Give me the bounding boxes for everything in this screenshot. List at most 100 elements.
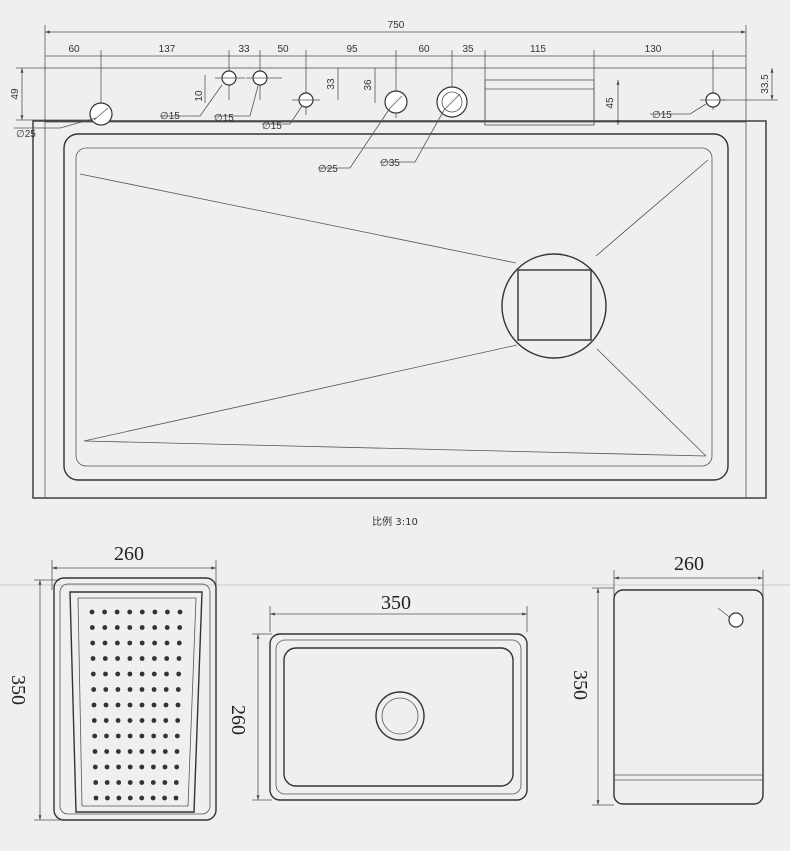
colander-hole xyxy=(115,718,121,723)
bowl-drain xyxy=(375,691,425,741)
colander-hole xyxy=(150,780,156,785)
colander-hole xyxy=(102,625,108,630)
colander-hole xyxy=(151,749,157,754)
colander-hole xyxy=(105,795,110,801)
colander-hole xyxy=(92,749,98,754)
dim-33-vertical: 33 xyxy=(326,78,337,90)
colander-width-label: 260 xyxy=(114,543,144,565)
colander-hole xyxy=(162,780,168,785)
basin-outer-rim xyxy=(63,133,729,481)
colander-hole xyxy=(177,609,183,615)
colander-hole xyxy=(91,718,97,723)
colander-hole xyxy=(91,687,97,692)
colander-hole xyxy=(127,687,133,692)
colander-hole xyxy=(177,625,183,630)
dim-60-b: 60 xyxy=(418,44,430,55)
colander-hole xyxy=(164,656,170,661)
dim-137: 137 xyxy=(159,44,176,55)
overall-width-label: 750 xyxy=(388,20,405,31)
label-hole-15-a: ∅15 xyxy=(160,111,180,122)
colander-hole xyxy=(91,702,97,708)
colander-height-label: 350 xyxy=(7,675,29,705)
colander-hole xyxy=(139,609,145,615)
colander-hole xyxy=(165,609,170,615)
colander-hole xyxy=(174,764,180,770)
sink-top-view: 750 60 137 33 50 95 60 35 115 130 49 xyxy=(10,20,778,528)
colander-hole xyxy=(139,656,145,661)
colander-hole xyxy=(89,625,95,630)
label-hole-15-b: ∅15 xyxy=(214,113,234,124)
dim-36: 36 xyxy=(363,79,374,91)
colander-hole xyxy=(127,656,133,661)
bowl-view: 350 260 xyxy=(227,592,528,801)
colander-hole xyxy=(127,718,133,723)
colander-hole xyxy=(164,640,170,646)
colander-hole xyxy=(163,702,169,708)
colander-hole xyxy=(127,764,133,770)
label-hole-25-left: ∅25 xyxy=(16,129,36,140)
colander-hole xyxy=(176,656,182,661)
colander-hole xyxy=(176,640,182,646)
deck-outline xyxy=(44,67,747,123)
colander-hole xyxy=(163,733,168,739)
colander-hole xyxy=(90,640,96,646)
colander-hole xyxy=(151,702,157,708)
colander-hole xyxy=(139,764,145,770)
colander-hole xyxy=(116,780,122,785)
dim-10: 10 xyxy=(194,90,205,102)
dim-35: 35 xyxy=(462,44,474,55)
colander-hole xyxy=(103,718,109,723)
colander-hole xyxy=(152,609,158,615)
dim-130: 130 xyxy=(645,44,662,55)
colander-hole xyxy=(139,702,145,708)
colander-hole xyxy=(139,733,145,739)
colander-hole xyxy=(127,640,133,646)
colander-hole xyxy=(164,625,170,630)
colander-hole xyxy=(151,733,157,739)
colander-hole xyxy=(139,780,145,785)
colander-hole xyxy=(127,609,133,615)
colander-hole xyxy=(127,795,133,801)
label-hole-15-c: ∅15 xyxy=(262,121,282,132)
colander-hole xyxy=(127,702,133,708)
colander-hole xyxy=(127,625,133,630)
main-drain xyxy=(501,253,607,359)
colander-holes xyxy=(89,609,183,801)
colander-hole xyxy=(127,671,133,677)
colander-frame xyxy=(53,577,217,821)
colander-hole xyxy=(127,733,133,739)
colander-hole xyxy=(163,718,169,723)
colander-hole xyxy=(174,733,180,739)
dim-95: 95 xyxy=(346,44,358,55)
colander-hole xyxy=(115,671,121,677)
colander-hole xyxy=(115,656,120,661)
colander-hole xyxy=(175,718,181,723)
label-hole-25-mid: ∅25 xyxy=(318,164,338,175)
colander-hole xyxy=(93,780,99,785)
bowl-outer xyxy=(269,633,528,801)
colander-hole xyxy=(103,702,109,708)
colander-hole xyxy=(114,609,120,615)
colander-hole xyxy=(104,733,109,739)
colander-hole xyxy=(116,749,121,754)
colander-hole xyxy=(93,795,99,801)
dim-33: 33 xyxy=(238,44,250,55)
deck-slot-rect xyxy=(484,79,595,126)
colander-hole xyxy=(90,656,96,661)
colander-hole xyxy=(152,656,157,661)
colander-hole xyxy=(176,671,182,677)
colander-hole xyxy=(102,640,108,646)
label-hole-35: ∅35 xyxy=(380,158,400,169)
colander-hole xyxy=(103,687,109,692)
colander-hole xyxy=(162,795,168,801)
colander-hole xyxy=(114,625,120,630)
colander-hole xyxy=(139,749,145,754)
board-view: 260 350 xyxy=(569,553,764,806)
colander-hole xyxy=(151,718,157,723)
colander-hole xyxy=(173,780,179,785)
colander-hole xyxy=(103,671,108,677)
colander-hole xyxy=(115,640,120,646)
colander-hole xyxy=(139,671,145,677)
dim-49: 49 xyxy=(10,88,21,100)
colander-hole xyxy=(115,702,121,708)
